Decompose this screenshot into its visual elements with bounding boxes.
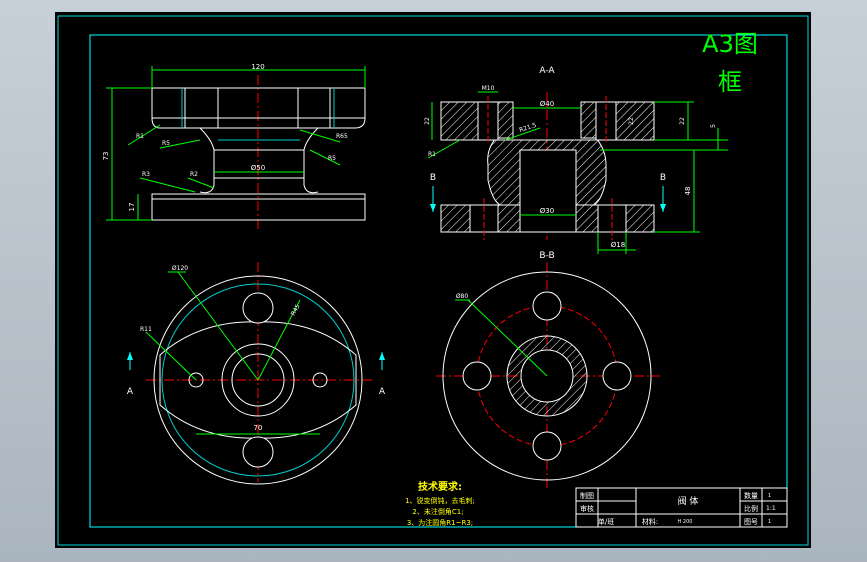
tb-checked-label: 审核 xyxy=(580,504,594,513)
notes-line3: 3、为注圆角R1~R3; xyxy=(407,518,473,527)
leader xyxy=(127,124,161,146)
tb-drawing-no-value: 1 xyxy=(768,519,771,525)
arrow-a-right-label: A xyxy=(379,387,386,397)
title-block[interactable]: 制图 审核 单/班 阀 体 材料: H 200 数量 1 比例 1:1 图号 1 xyxy=(575,487,788,528)
tb-unit-label: 单/班 xyxy=(598,517,614,526)
tb-qty-label: 数量 xyxy=(744,491,758,500)
front-top-flange xyxy=(151,87,366,129)
dim-top-r11: R11 xyxy=(140,326,152,333)
bb-hole xyxy=(462,361,492,391)
tb-material-value: H 200 xyxy=(678,519,693,525)
dim-aa-22-left: 22 xyxy=(424,117,431,125)
dim-front-r65: R65 xyxy=(336,133,348,140)
section-aa-view[interactable]: A-A M10 Ø40 Ø30 Ø18 22 xyxy=(424,66,728,254)
dim-aa-dia18: Ø18 xyxy=(611,241,625,249)
tb-scale-label: 比例 xyxy=(744,504,758,513)
dim-front-r1: R1 xyxy=(136,133,144,140)
top-bolt-hole xyxy=(312,372,328,388)
section-bb-view[interactable]: B-B Ø80 xyxy=(436,251,660,490)
dim-aa-22-right: 22 xyxy=(679,117,686,125)
leader xyxy=(187,177,215,189)
dim-aa-5: 5 xyxy=(710,124,717,128)
dim-front-width: 120 xyxy=(251,63,264,71)
dim-front-r2: R2 xyxy=(190,171,198,178)
leader xyxy=(145,331,197,381)
frame-title-line1: A3图 xyxy=(702,30,758,58)
dim-top-dia120: Ø120 xyxy=(172,265,188,272)
top-flange-outline xyxy=(159,321,357,439)
outer-border xyxy=(57,15,809,546)
top-tangent-circle xyxy=(161,283,355,477)
arrow-b-left-label: B xyxy=(430,173,436,183)
top-hole xyxy=(242,436,274,468)
top-bore-circle xyxy=(231,353,285,407)
front-view[interactable]: 120 73 17 Ø50 R1 R5 R65 R5 R3 R2 xyxy=(102,63,366,232)
arrow-head xyxy=(660,204,666,212)
section-aa-label: A-A xyxy=(539,66,555,76)
arrow-head xyxy=(430,204,436,212)
dim-aa-m10: M10 xyxy=(482,85,495,92)
dim-top-70: 70 xyxy=(254,424,263,432)
dim-aa-dia30: Ø30 xyxy=(540,207,554,215)
leader xyxy=(177,271,259,381)
arrow-b-right-label: B xyxy=(660,173,666,183)
front-base xyxy=(151,193,366,221)
leader xyxy=(427,139,461,159)
arrow-head xyxy=(379,352,385,360)
leader xyxy=(309,149,341,166)
dim-aa-48: 48 xyxy=(684,187,692,196)
dim-aa-22-mid: 22 xyxy=(628,117,635,125)
front-neck xyxy=(199,127,319,194)
dim-front-r3: R3 xyxy=(142,171,150,178)
technical-notes: 技术要求: 1、锐变倒钝，去毛刺; 2、未注倒角C1; 3、为注圆角R1~R3; xyxy=(405,480,475,527)
dim-aa-r: R1 xyxy=(428,151,436,158)
leader xyxy=(159,139,201,149)
title-block-frame xyxy=(575,487,788,528)
frame-title-line2: 框 xyxy=(718,68,742,96)
tb-qty-value: 1 xyxy=(768,493,771,499)
dim-bb-dia80: Ø80 xyxy=(456,293,469,300)
top-view[interactable]: Ø120 R11 R45 70 A A xyxy=(127,262,386,485)
tb-part-name: 阀 体 xyxy=(678,495,699,507)
leader xyxy=(257,299,301,381)
leader xyxy=(139,177,196,193)
arrow-head xyxy=(127,352,133,360)
tb-drawn-label: 制图 xyxy=(580,491,594,500)
notes-line2: 2、未注倒角C1; xyxy=(412,507,463,516)
top-neck-circle xyxy=(221,343,295,417)
notes-heading: 技术要求: xyxy=(418,480,462,493)
leader xyxy=(467,299,548,377)
bb-hole xyxy=(602,361,632,391)
bb-outer-circle xyxy=(442,271,652,481)
tb-scale-value: 1:1 xyxy=(766,505,776,512)
tb-drawing-no-label: 图号 xyxy=(744,518,758,526)
inner-border xyxy=(89,34,788,528)
drawing-canvas[interactable] xyxy=(55,12,811,548)
section-aa-bore xyxy=(519,149,577,233)
top-hole xyxy=(242,292,274,324)
bb-hole xyxy=(532,291,562,321)
dim-front-r5-right: R5 xyxy=(328,155,336,162)
dim-front-r5: R5 xyxy=(162,140,170,147)
section-bb-label: B-B xyxy=(539,251,554,261)
bb-hole xyxy=(532,431,562,461)
leader xyxy=(299,129,341,143)
dim-aa-dia40: Ø40 xyxy=(540,100,554,108)
tb-material-label: 材料: xyxy=(642,517,658,526)
leader xyxy=(504,127,541,141)
dim-front-base: 17 xyxy=(128,203,136,212)
arrow-a-left-label: A xyxy=(127,387,134,397)
dim-front-height: 73 xyxy=(102,152,110,161)
dim-front-neck: Ø50 xyxy=(251,164,265,172)
dim-top-r45: R45 xyxy=(290,303,302,317)
notes-line1: 1、锐变倒钝，去毛刺; xyxy=(405,496,475,505)
top-bolt-hole xyxy=(188,372,204,388)
top-outer-circle xyxy=(153,275,363,485)
